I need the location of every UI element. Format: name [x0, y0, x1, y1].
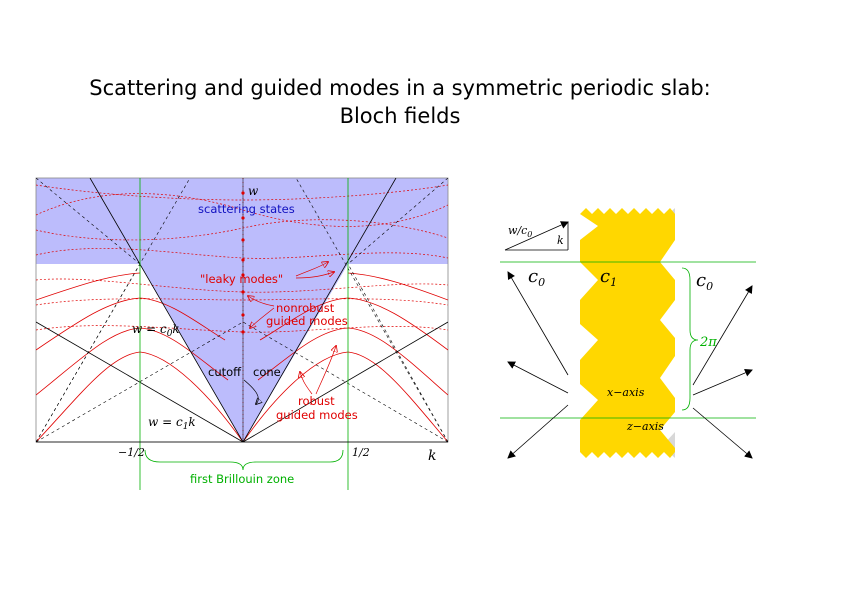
tick-pos-half: 1/2 [352, 446, 370, 459]
light-line-c1 [36, 321, 448, 442]
c0-right-label: c0 [696, 270, 713, 293]
scattering-arrows [507, 271, 753, 459]
c0-left-label: c0 [528, 266, 545, 289]
period-label: 2π [699, 335, 717, 350]
periodic-slab [580, 208, 675, 458]
light-line-c0 [89, 178, 397, 442]
robust-label-2: guided modes [276, 408, 358, 422]
c1-label: c1 [600, 266, 617, 289]
nonrobust-arrow-2 [250, 307, 275, 328]
nonrobust-label-1: nonrobust [276, 301, 335, 315]
slab-diagram: 2π w/c0 k c0 c1 c0 x−axis z−axis [500, 208, 756, 459]
light-line-c1-dashed [36, 321, 448, 442]
wc0-label: w/c0 [508, 224, 532, 239]
period-brace [681, 267, 699, 411]
leaky-arrow-1 [295, 262, 328, 277]
robust-arrow-1 [315, 346, 336, 395]
light-cone-region [36, 178, 448, 442]
triangle-k-label: k [557, 234, 564, 247]
robust-arrow-2 [300, 372, 313, 395]
nonrobust-arrow-1 [248, 296, 275, 307]
cone-label: cone [253, 365, 281, 379]
nonrobust-label-2: guided modes [266, 314, 348, 328]
brillouin-brace [144, 449, 344, 471]
cutoff-label: cutoff [208, 365, 242, 379]
period-lines [500, 261, 756, 419]
band-diagram: w scattering states "leaky modes" nonrob… [35, 177, 449, 490]
tick-neg-half: −1/2 [118, 446, 145, 459]
robust-label-1: robust [298, 394, 335, 408]
cutoff-arrow [243, 379, 258, 404]
brillouin-boundaries [139, 178, 349, 490]
page-title-line-2: Bloch fields [339, 104, 461, 128]
wave-vector-triangle [504, 221, 569, 251]
leaky-modes-label: "leaky modes" [200, 272, 283, 286]
x-axis-label: x−axis [607, 386, 645, 399]
leaky-arrow-2 [295, 272, 334, 279]
w-axis-label: w [248, 184, 259, 198]
light-line-folded [36, 178, 448, 442]
k-axis-label: k [428, 448, 436, 464]
page-title-line-1: Scattering and guided modes in a symmetr… [89, 76, 711, 100]
line-c0-label: w = c0k [132, 322, 180, 339]
embedded-modes [241, 191, 245, 334]
z-axis-label: z−axis [626, 420, 664, 433]
brillouin-zone-label: first Brillouin zone [190, 472, 294, 486]
scattering-states-label: scattering states [198, 202, 295, 216]
line-c1-label: w = c1k [148, 415, 196, 432]
